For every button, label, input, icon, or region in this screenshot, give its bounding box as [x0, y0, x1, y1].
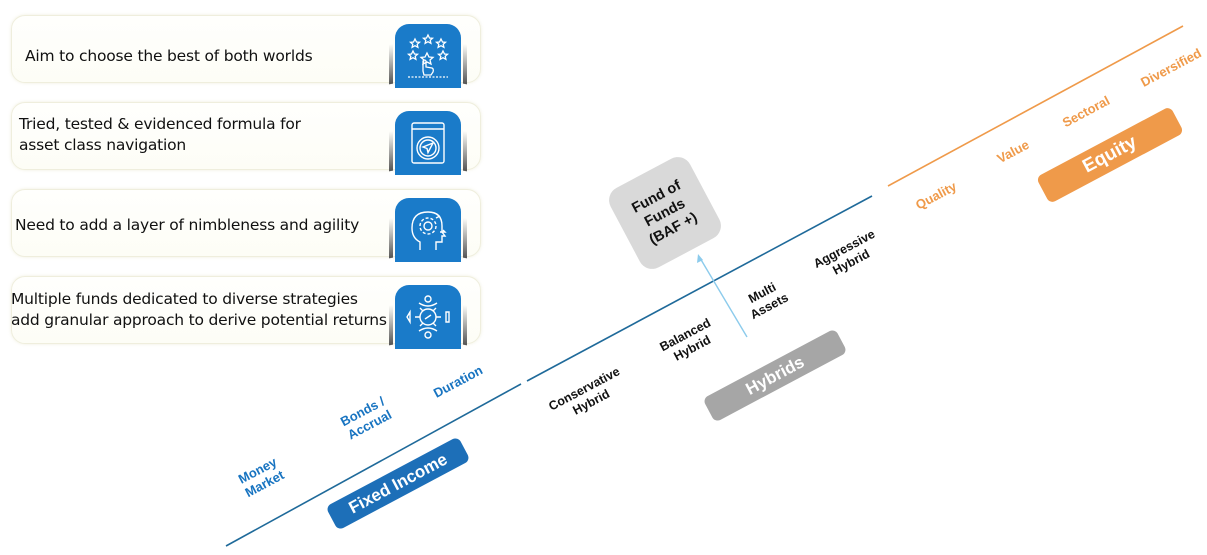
benefit-card-4: Multiple funds dedicated to diverse stra… — [11, 276, 481, 349]
browser-navigation-compass-icon — [395, 111, 461, 175]
benefit-card-1: Aim to choose the best of both worlds — [11, 15, 481, 88]
arrow-shaft — [699, 257, 748, 338]
arrow-head — [697, 254, 703, 263]
benefit-text: Need to add a layer of nimbleness and ag… — [15, 216, 360, 234]
benefit-text: Tried, tested & evidenced formula for as… — [19, 114, 301, 156]
stars-rating-hand-icon — [395, 24, 461, 88]
benefit-text: Aim to choose the best of both worlds — [25, 47, 313, 65]
benefit-text-line-1: Tried, tested & evidenced formula for — [19, 115, 301, 133]
benefit-text: Multiple funds dedicated to diverse stra… — [11, 289, 387, 331]
benefit-text-line-2: asset class navigation — [19, 136, 187, 154]
strategy-network-icon — [395, 285, 461, 349]
head-gear-agility-icon — [395, 198, 461, 262]
hybrids-axis-line — [526, 195, 873, 382]
equity-axis-line — [887, 25, 1184, 187]
benefit-card-2: Tried, tested & evidenced formula for as… — [11, 102, 481, 175]
fixed-income-axis-line — [225, 383, 522, 547]
benefit-text-line-2: add granular approach to derive potentia… — [11, 311, 387, 329]
benefit-card-3: Need to add a layer of nimbleness and ag… — [11, 189, 481, 262]
benefit-text-line-1: Multiple funds dedicated to diverse stra… — [11, 290, 358, 308]
